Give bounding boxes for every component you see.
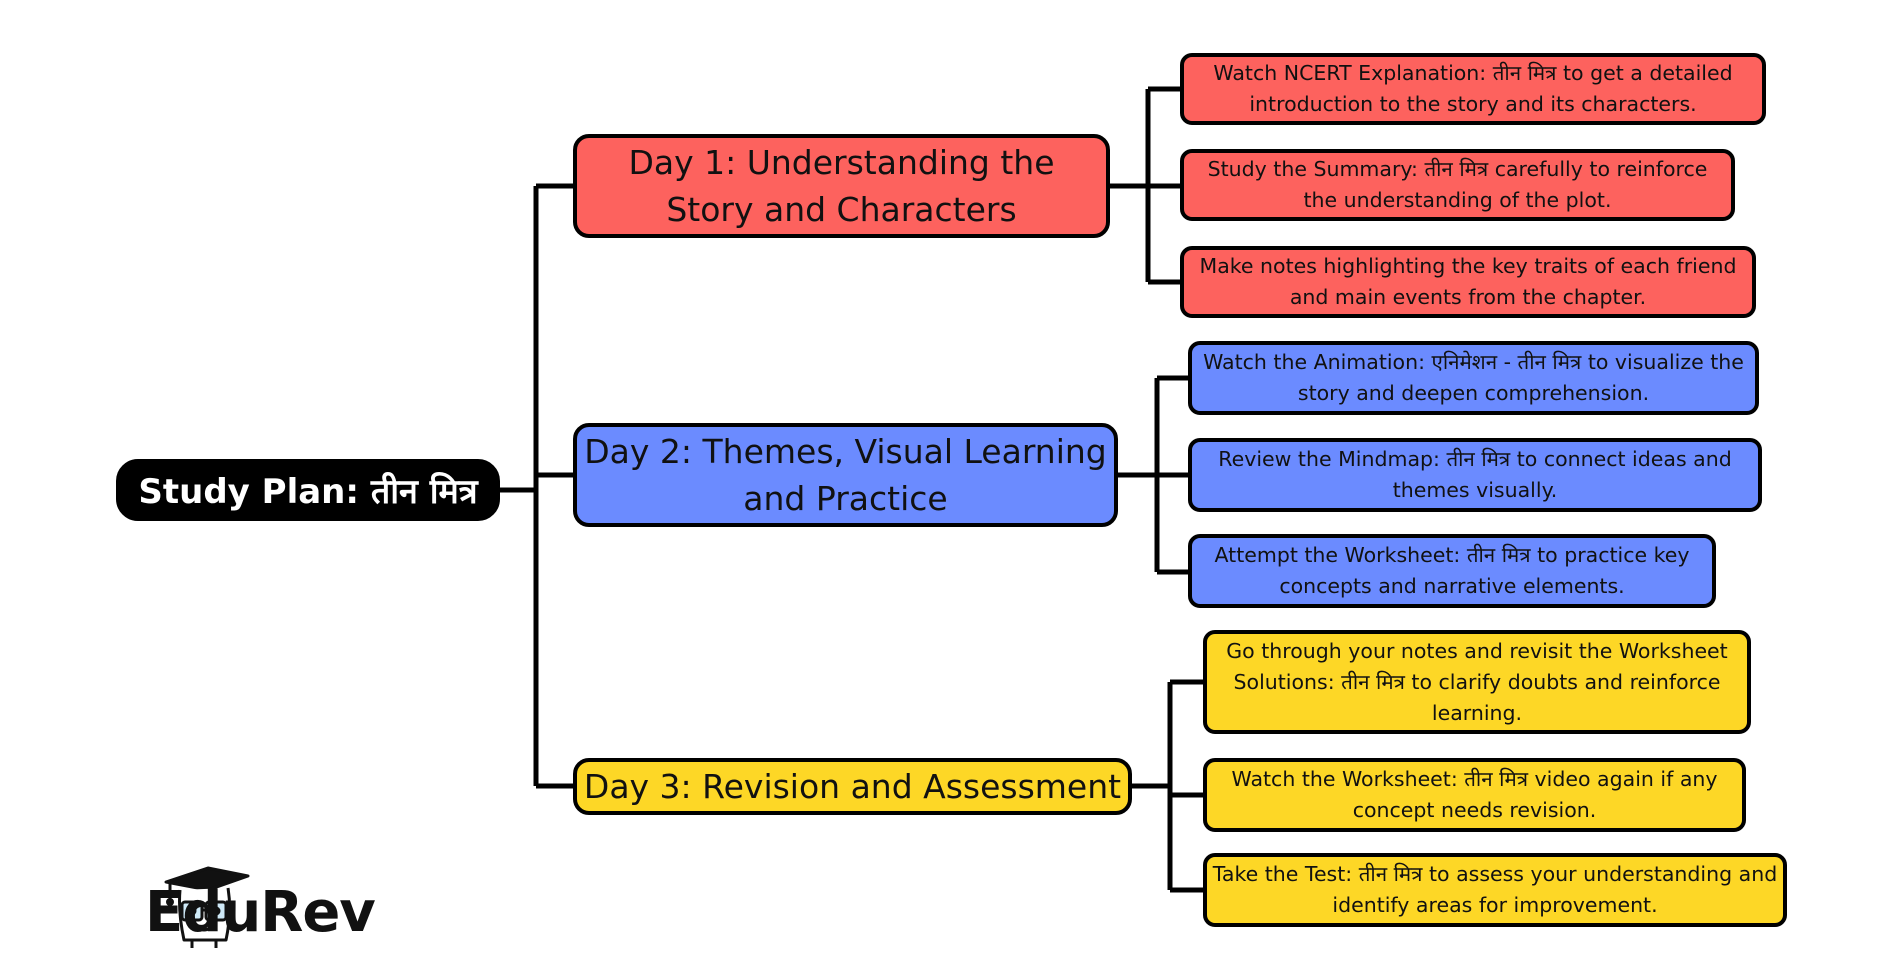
day-3-task-2: Watch the Worksheet: तीन मित्र video aga… — [1203, 758, 1746, 832]
day-1-task-2-text: Study the Summary: तीन मित्र carefully t… — [1207, 157, 1708, 212]
day-1-label: Day 1: Understanding the Story and Chara… — [628, 143, 1055, 229]
day-1-task-2: Study the Summary: तीन मित्र carefully t… — [1180, 149, 1735, 221]
day-3-label: Day 3: Revision and Assessment — [583, 767, 1122, 806]
day-2-task-2: Review the Mindmap: तीन मित्र to connect… — [1188, 438, 1762, 512]
day-3-task-1-text: Go through your notes and revisit the Wo… — [1226, 638, 1728, 725]
day-3-task-3-text: Take the Test: तीन मित्र to assess your … — [1212, 862, 1778, 917]
day-2-task-3: Attempt the Worksheet: तीन मित्र to prac… — [1188, 534, 1716, 608]
day-2-label: Day 2: Themes, Visual Learning and Pract… — [584, 432, 1107, 518]
day-1-task-1: Watch NCERT Explanation: तीन मित्र to ge… — [1180, 53, 1766, 125]
day-3-node: Day 3: Revision and Assessment — [573, 758, 1132, 815]
day-3-task-1: Go through your notes and revisit the Wo… — [1203, 630, 1751, 734]
graduation-cap-mascot-icon — [164, 866, 250, 948]
day-2-task-1: Watch the Animation: एनिमेशन - तीन मित्र… — [1188, 341, 1759, 415]
root-node: Study Plan: तीन मित्र — [116, 459, 500, 521]
day-1-task-3: Make notes highlighting the key traits o… — [1180, 246, 1756, 318]
day-2-task-2-text: Review the Mindmap: तीन मित्र to connect… — [1218, 447, 1732, 502]
day-1-task-3-text: Make notes highlighting the key traits o… — [1199, 254, 1737, 309]
brand-name: EduRev — [145, 880, 376, 945]
day-2-task-1-text: Watch the Animation: एनिमेशन - तीन मित्र… — [1203, 350, 1744, 405]
day-1-task-1-text: Watch NCERT Explanation: तीन मित्र to ge… — [1213, 61, 1733, 116]
day-3-task-3: Take the Test: तीन मित्र to assess your … — [1203, 853, 1787, 927]
day-3-task-2-text: Watch the Worksheet: तीन मित्र video aga… — [1231, 767, 1718, 822]
day-2-task-3-text: Attempt the Worksheet: तीन मित्र to prac… — [1214, 543, 1690, 598]
root-label: Study Plan: तीन मित्र — [138, 472, 478, 512]
day-2-node: Day 2: Themes, Visual Learning and Pract… — [573, 423, 1118, 527]
day-1-node: Day 1: Understanding the Story and Chara… — [573, 134, 1110, 238]
